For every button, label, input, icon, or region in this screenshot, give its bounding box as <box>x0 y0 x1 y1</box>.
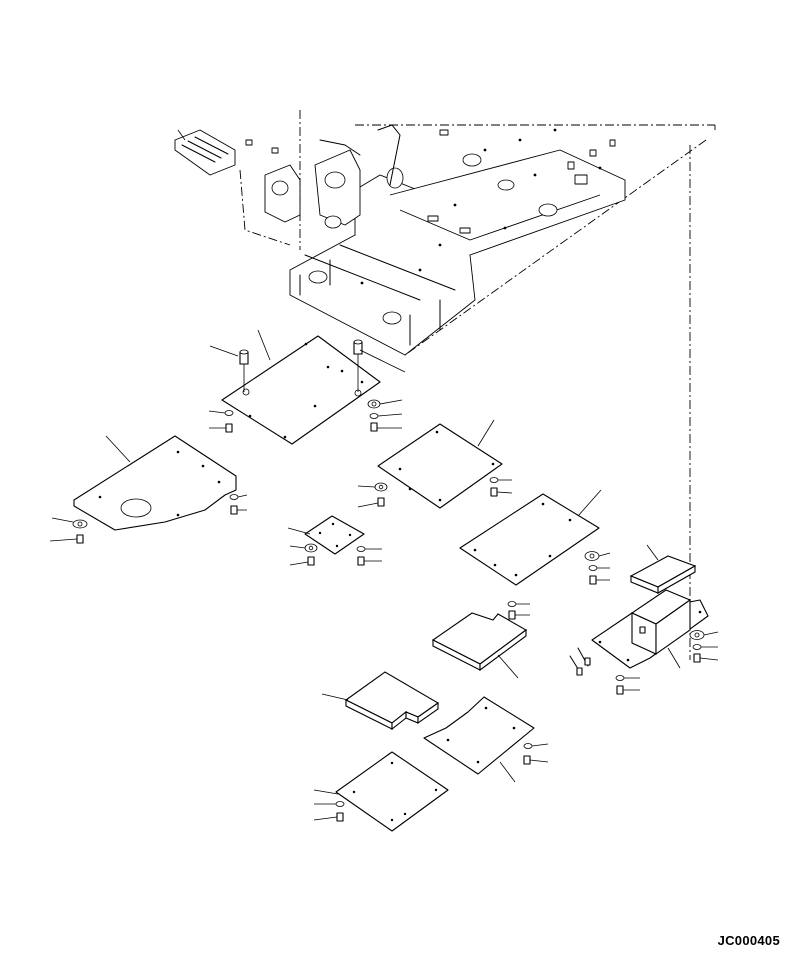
angled-floor-plate <box>423 696 549 783</box>
middle-floor-plate <box>357 419 513 509</box>
left-floor-plate <box>49 435 248 544</box>
drawing-code-label: JC000405 <box>717 933 780 948</box>
right-floor-plate <box>459 489 611 620</box>
floor-mat-upper <box>431 612 528 679</box>
top-floor-plate <box>208 329 406 445</box>
box-assembly <box>569 589 719 695</box>
right-small-slab <box>629 544 697 594</box>
small-cover-plate <box>287 515 382 566</box>
floor-mat-lower <box>321 671 440 731</box>
bottom-floor-plate <box>313 751 449 832</box>
revolving-frame <box>174 110 716 660</box>
